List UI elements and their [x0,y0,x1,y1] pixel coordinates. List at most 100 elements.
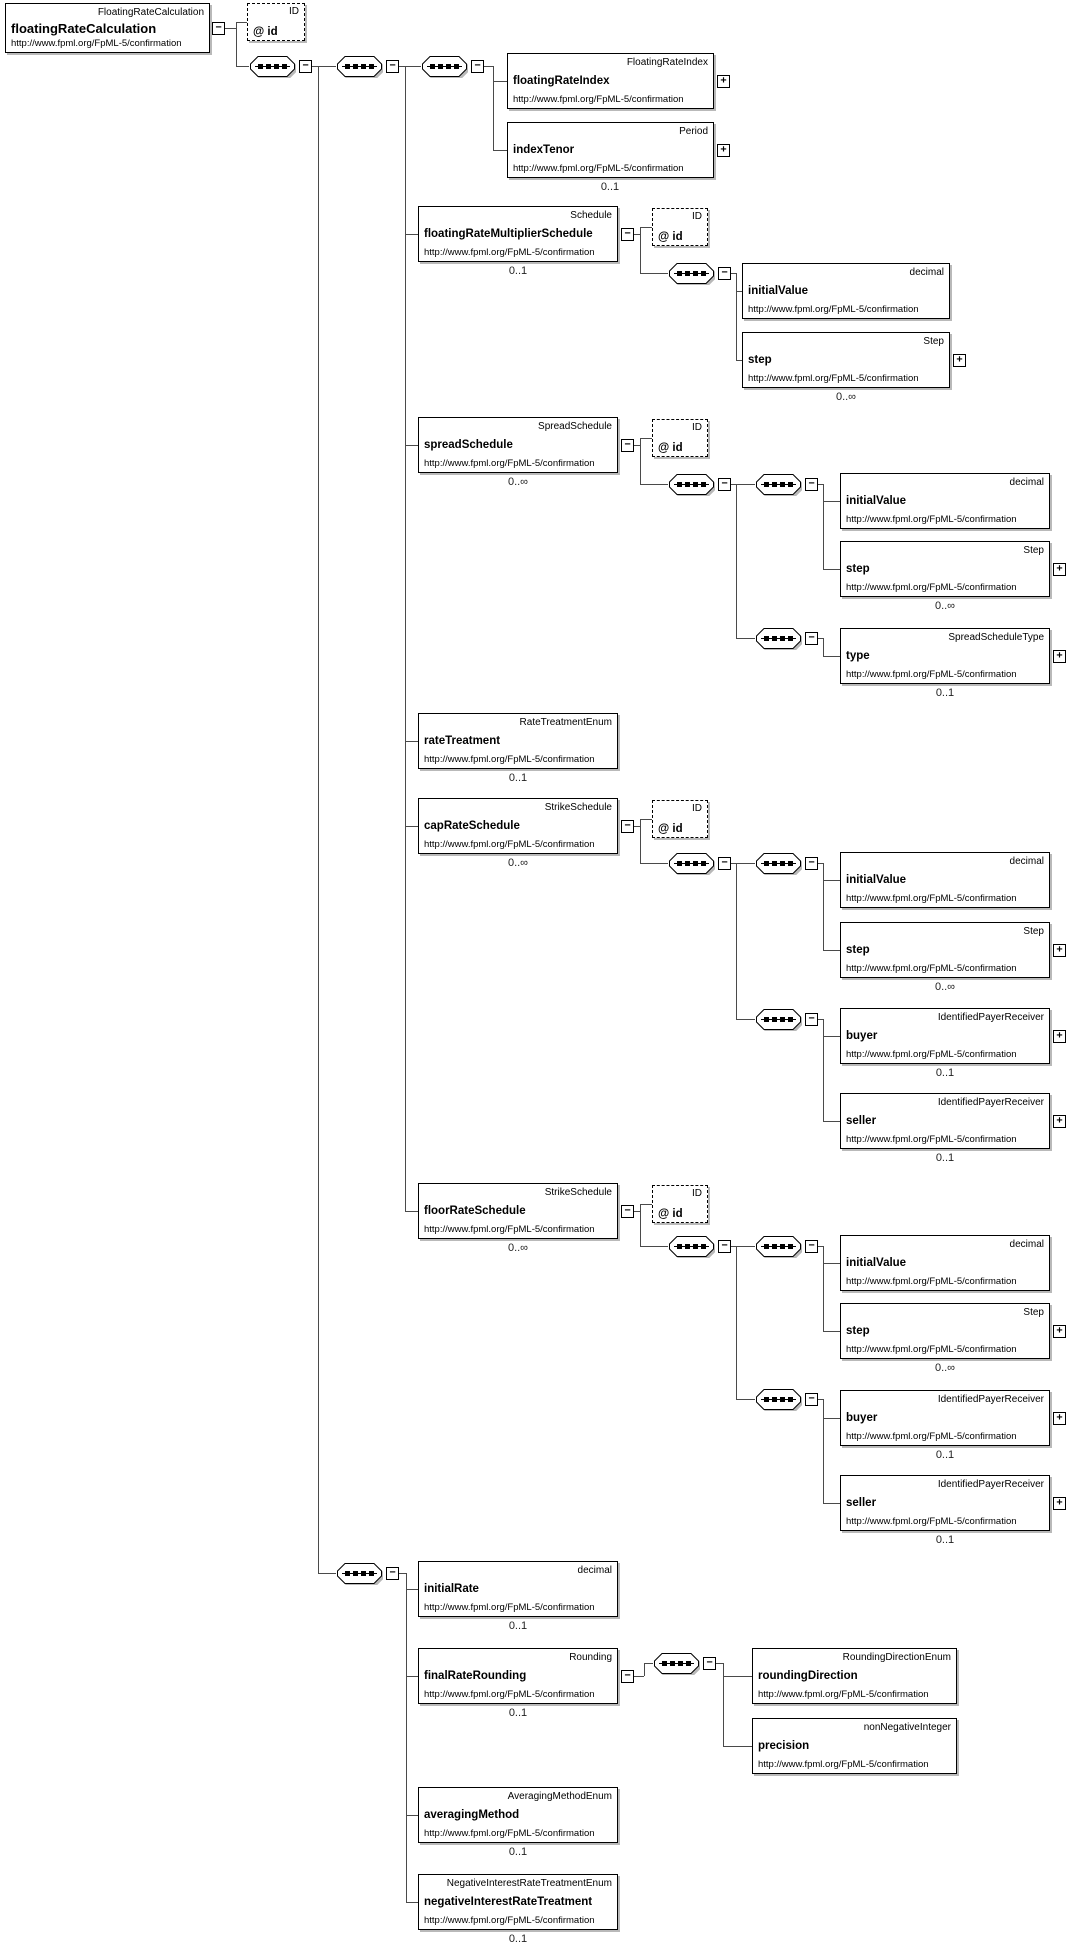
connector-line [818,863,823,864]
collapse-icon[interactable]: − [299,60,312,73]
element-name: seller [846,1497,877,1509]
collapse-icon[interactable]: − [212,22,225,35]
connector-line [823,501,840,502]
connector-line [823,1418,840,1419]
namespace-label: http://www.fpml.org/FpML-5/confirmation [846,1344,1017,1355]
collapse-icon[interactable]: − [621,228,634,241]
connector-line [818,1246,823,1247]
element-name: indexTenor [513,144,575,156]
collapse-icon[interactable]: − [718,478,731,491]
collapse-icon[interactable]: − [718,857,731,870]
element-seller[interactable]: IdentifiedPayerReceiver seller http://ww… [840,1093,1050,1149]
connector-line [640,227,641,273]
element-step[interactable]: Step step http://www.fpml.org/FpML-5/con… [840,1303,1050,1359]
element-rateTreatment[interactable]: RateTreatmentEnum rateTreatment http://w… [418,713,618,769]
element-initialRate[interactable]: decimal initialRate http://www.fpml.org/… [418,1561,618,1617]
collapse-icon[interactable]: − [718,1240,731,1253]
type-label: Step [1023,926,1044,937]
connector-line [634,1676,644,1677]
type-label: nonNegativeInteger [863,1722,951,1733]
element-indexTenor[interactable]: Period indexTenor http://www.fpml.org/Fp… [507,122,714,178]
collapse-icon[interactable]: − [621,1205,634,1218]
element-negativeInterestRateTreatment[interactable]: NegativeInterestRateTreatmentEnum negati… [418,1874,618,1930]
element-buyer[interactable]: IdentifiedPayerReceiver buyer http://www… [840,1008,1050,1064]
collapse-icon[interactable]: − [386,60,399,73]
connector-line [736,291,742,292]
element-spreadSchedule[interactable]: SpreadSchedule spreadSchedule http://www… [418,417,618,473]
element-name: finalRateRounding [424,1670,527,1682]
expand-icon[interactable]: + [1053,650,1066,663]
connector-line [406,1676,418,1677]
expand-icon[interactable]: + [1053,563,1066,576]
connector-line [405,66,406,1211]
type-label: decimal [577,1565,612,1576]
collapse-icon[interactable]: − [805,1393,818,1406]
collapse-icon[interactable]: − [386,1567,399,1580]
element-type[interactable]: SpreadScheduleType type http://www.fpml.… [840,628,1050,684]
collapse-icon[interactable]: − [805,857,818,870]
element-finalRateRounding[interactable]: Rounding finalRateRounding http://www.fp… [418,1648,618,1704]
collapse-icon[interactable]: − [718,267,731,280]
namespace-label: http://www.fpml.org/FpML-5/confirmation [513,163,684,174]
element-initialValue[interactable]: decimal initialValue http://www.fpml.org… [840,1235,1050,1291]
expand-icon[interactable]: + [717,75,730,88]
collapse-icon[interactable]: − [621,1670,634,1683]
cardinality-label: 0..∞ [507,1242,529,1254]
type-label: IdentifiedPayerReceiver [937,1012,1044,1023]
connector-line [716,1663,723,1664]
element-averagingMethod[interactable]: AveragingMethodEnum averagingMethod http… [418,1787,618,1843]
namespace-label: http://www.fpml.org/FpML-5/confirmation [846,669,1017,680]
element-floatingRateIndex[interactable]: FloatingRateIndex floatingRateIndex http… [507,53,714,109]
element-seller[interactable]: IdentifiedPayerReceiver seller http://ww… [840,1475,1050,1531]
namespace-label: http://www.fpml.org/FpML-5/confirmation [846,1134,1017,1145]
collapse-icon[interactable]: − [621,439,634,452]
attribute-id[interactable]: ID @ id [652,800,708,838]
attribute-id[interactable]: ID @ id [652,208,708,246]
collapse-icon[interactable]: − [621,820,634,833]
type-label: Rounding [569,1652,612,1663]
expand-icon[interactable]: + [1053,1412,1066,1425]
expand-icon[interactable]: + [1053,944,1066,957]
connector-line [823,638,824,656]
element-step[interactable]: Step step http://www.fpml.org/FpML-5/con… [742,332,950,388]
element-step[interactable]: Step step http://www.fpml.org/FpML-5/con… [840,541,1050,597]
expand-icon[interactable]: + [953,354,966,367]
attribute-id[interactable]: ID @ id [247,3,305,41]
expand-icon[interactable]: + [1053,1497,1066,1510]
element-floatingRateMultiplierSchedule[interactable]: Schedule floatingRateMultiplierSchedule … [418,206,618,262]
element-floorRateSchedule[interactable]: StrikeSchedule floorRateSchedule http://… [418,1183,618,1239]
connector-line [823,1399,824,1503]
connector-line [736,863,737,1019]
collapse-icon[interactable]: − [805,1013,818,1026]
cardinality-label: 0..∞ [934,981,956,993]
element-name: initialValue [846,874,907,886]
element-roundingDirection[interactable]: RoundingDirectionEnum roundingDirection … [752,1648,957,1704]
expand-icon[interactable]: + [1053,1115,1066,1128]
expand-icon[interactable]: + [1053,1030,1066,1043]
attribute-id[interactable]: ID @ id [652,1185,708,1223]
collapse-icon[interactable]: − [805,632,818,645]
connector-line [406,1902,418,1903]
collapse-icon[interactable]: − [805,478,818,491]
namespace-label: http://www.fpml.org/FpML-5/confirmation [758,1689,929,1700]
element-initialValue[interactable]: decimal initialValue http://www.fpml.org… [742,263,950,319]
element-capRateSchedule[interactable]: StrikeSchedule capRateSchedule http://ww… [418,798,618,854]
expand-icon[interactable]: + [1053,1325,1066,1338]
connector-line [493,150,507,151]
element-step[interactable]: Step step http://www.fpml.org/FpML-5/con… [840,922,1050,978]
attribute-id[interactable]: ID @ id [652,419,708,457]
element-name: buyer [846,1412,878,1424]
expand-icon[interactable]: + [717,144,730,157]
collapse-icon[interactable]: − [805,1240,818,1253]
namespace-label: http://www.fpml.org/FpML-5/confirmation [424,247,595,258]
element-initialValue[interactable]: decimal initialValue http://www.fpml.org… [840,852,1050,908]
element-precision[interactable]: nonNegativeInteger precision http://www.… [752,1718,957,1774]
collapse-icon[interactable]: − [703,1657,716,1670]
element-name: seller [846,1115,877,1127]
element-initialValue[interactable]: decimal initialValue http://www.fpml.org… [840,473,1050,529]
connector-line [399,66,421,67]
element-buyer[interactable]: IdentifiedPayerReceiver buyer http://www… [840,1390,1050,1446]
collapse-icon[interactable]: − [471,60,484,73]
element-floatingRateCalculation[interactable]: FloatingRateCalculation floatingRateCalc… [5,3,210,53]
connector-line [723,1676,752,1677]
